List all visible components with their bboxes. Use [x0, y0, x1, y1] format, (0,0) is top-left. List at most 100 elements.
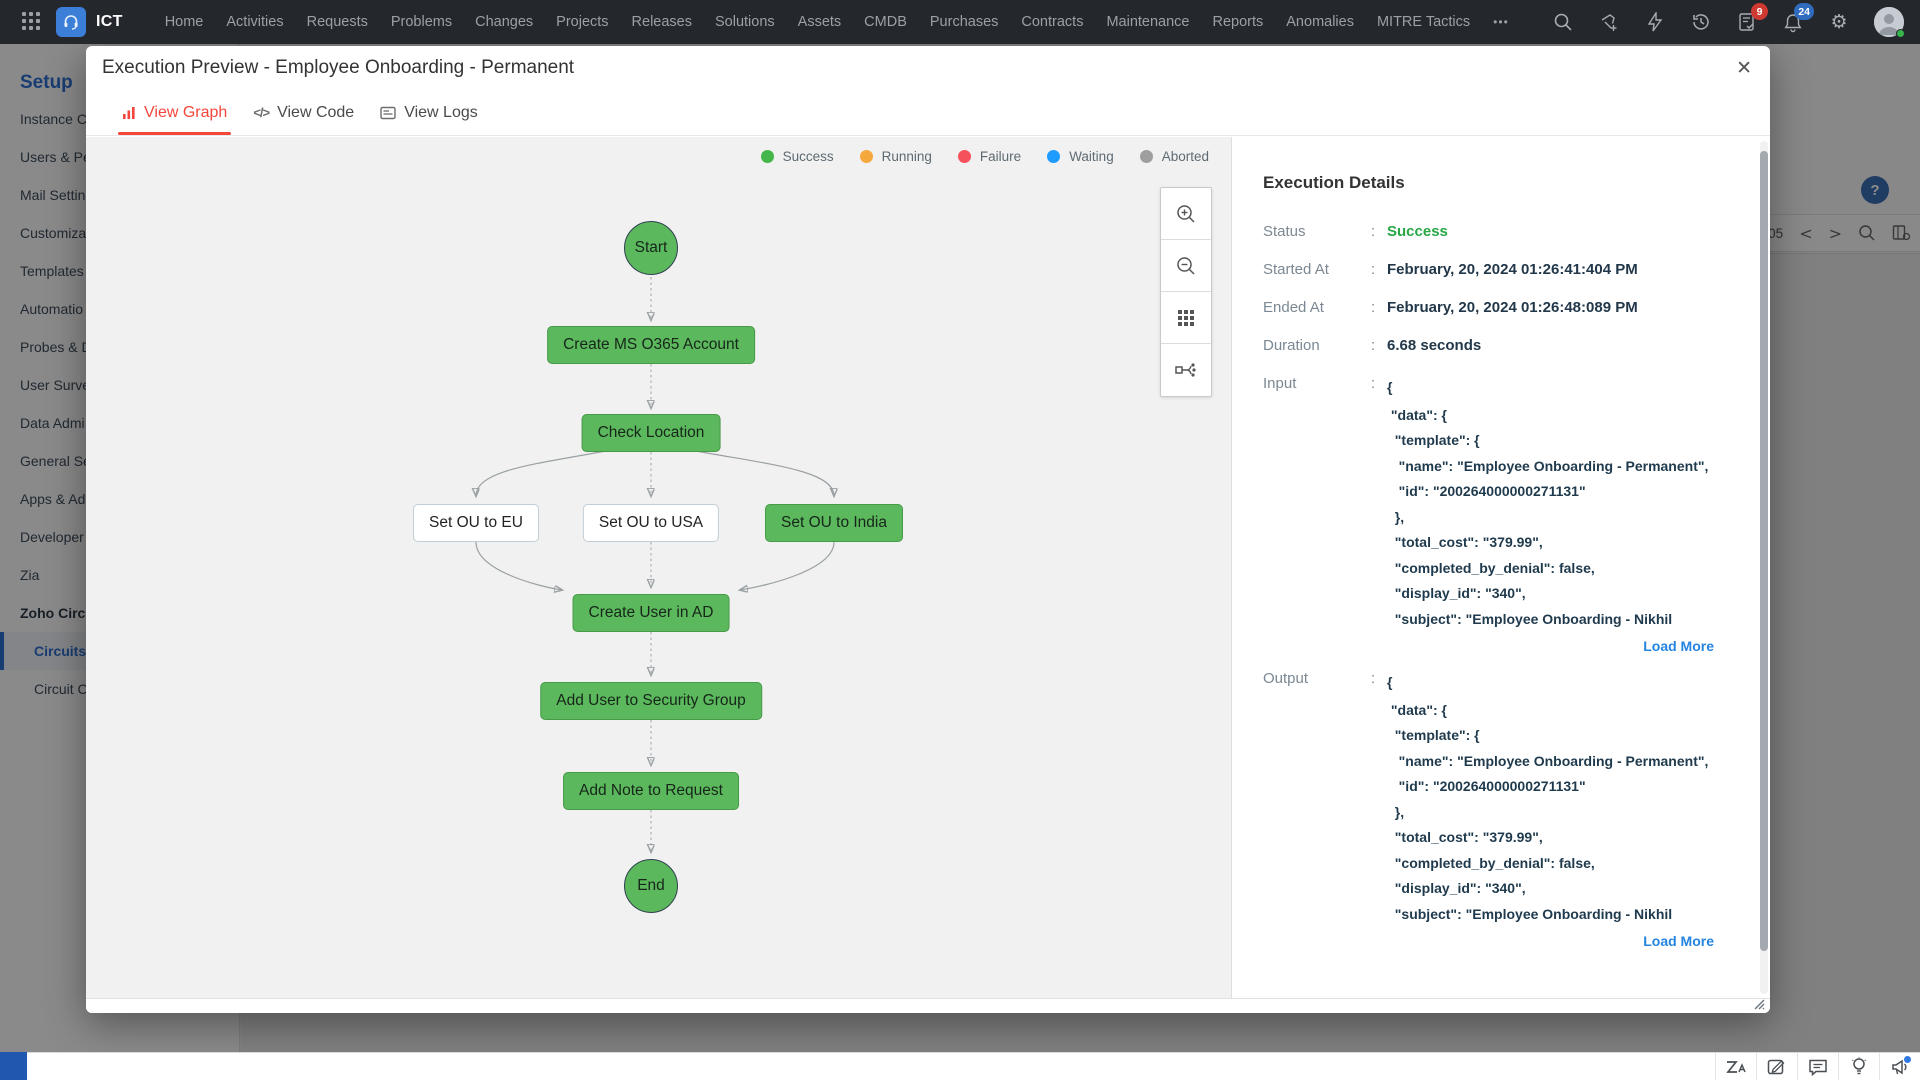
bottom-toolbar	[0, 1052, 1920, 1080]
graph-node-label: Add Note to Request	[579, 782, 723, 800]
suggestions-bulb-icon[interactable]	[1838, 1053, 1879, 1080]
nav-home[interactable]: Home	[165, 14, 204, 30]
nav-mitre-tactics[interactable]: MITRE Tactics	[1377, 14, 1470, 30]
notifications-bell-icon[interactable]: 24	[1782, 11, 1804, 33]
detail-row-ended-at: Ended At : February, 20, 2024 01:26:48:0…	[1263, 299, 1770, 316]
settings-gear-icon[interactable]: ⚙	[1828, 11, 1850, 33]
tab-view-code[interactable]: </> View Code	[253, 90, 354, 135]
detail-row-duration: Duration : 6.68 seconds	[1263, 337, 1770, 354]
graph-node-label: Set OU to EU	[429, 514, 523, 532]
grid-view-button[interactable]	[1161, 292, 1211, 344]
main-menu: Home Activities Requests Problems Change…	[165, 14, 1509, 30]
details-title: Execution Details	[1263, 173, 1770, 193]
execution-preview-modal: Execution Preview - Employee Onboarding …	[86, 46, 1770, 1013]
nav-releases[interactable]: Releases	[632, 14, 692, 30]
graph-toolbar	[1160, 187, 1212, 397]
graph-node-add-note-to-request[interactable]: Add Note to Request	[563, 772, 739, 810]
code-icon: </>	[253, 105, 269, 120]
new-ticket-icon[interactable]	[1598, 11, 1620, 33]
layout-hierarchy-button[interactable]	[1161, 344, 1211, 396]
graph-node-label: Create MS O365 Account	[563, 336, 739, 354]
detail-row-status: Status : Success	[1263, 223, 1770, 240]
online-status-dot	[1896, 29, 1905, 38]
zoom-out-button[interactable]	[1161, 240, 1211, 292]
headset-icon	[62, 13, 80, 31]
approvals-badge: 9	[1751, 3, 1768, 20]
graph-node-label: Start	[635, 239, 668, 257]
detail-row-input: Input : {	[1263, 375, 1770, 401]
graph-node-label: Set OU to USA	[599, 514, 703, 532]
tab-label: View Graph	[144, 104, 227, 122]
modal-title: Execution Preview - Employee Onboarding …	[102, 57, 574, 79]
graph-node-label: Check Location	[598, 424, 705, 442]
tab-view-graph[interactable]: View Graph	[122, 90, 227, 135]
nav-utilities: 9 24 ⚙	[1552, 7, 1920, 37]
user-avatar[interactable]	[1874, 7, 1904, 37]
execution-details-panel: Execution Details Status : Success Start…	[1233, 137, 1770, 998]
graph-node-create-ms-o365-account[interactable]: Create MS O365 Account	[547, 326, 755, 364]
app-switcher-icon[interactable]	[22, 12, 42, 32]
logs-icon	[380, 106, 396, 120]
nav-problems[interactable]: Problems	[391, 14, 452, 30]
detail-row-output: Output : {	[1263, 670, 1770, 696]
nav-purchases[interactable]: Purchases	[930, 14, 999, 30]
nav-contracts[interactable]: Contracts	[1021, 14, 1083, 30]
graph-node-label: Add User to Security Group	[556, 692, 746, 710]
nav-overflow-icon[interactable]: •••	[1493, 15, 1509, 29]
zoom-in-button[interactable]	[1161, 188, 1211, 240]
graph-node-set-ou-to-eu[interactable]: Set OU to EU	[413, 504, 539, 542]
tab-label: View Logs	[404, 104, 478, 122]
feedback-icon[interactable]	[1756, 1053, 1797, 1080]
history-icon[interactable]	[1690, 11, 1712, 33]
graph-node-start[interactable]: Start	[624, 221, 678, 275]
input-json: "data": { "template": { "name": "Employe…	[1387, 403, 1770, 633]
chat-icon[interactable]	[1797, 1053, 1838, 1080]
search-icon[interactable]	[1552, 11, 1574, 33]
nav-reports[interactable]: Reports	[1212, 14, 1263, 30]
graph-node-label: End	[637, 877, 665, 895]
nav-cmdb[interactable]: CMDB	[864, 14, 907, 30]
modal-footer	[86, 998, 1770, 1013]
graph-node-label: Set OU to India	[781, 514, 887, 532]
nav-solutions[interactable]: Solutions	[715, 14, 775, 30]
tab-view-logs[interactable]: View Logs	[380, 90, 478, 135]
announcement-dot	[1904, 1056, 1911, 1063]
brand-logo[interactable]	[56, 7, 86, 37]
quick-actions-icon[interactable]	[1644, 11, 1666, 33]
nav-projects[interactable]: Projects	[556, 14, 608, 30]
graph-node-label: Create User in AD	[589, 604, 714, 622]
nav-changes[interactable]: Changes	[475, 14, 533, 30]
input-load-more-link[interactable]: Load More	[1263, 638, 1770, 654]
top-nav: ICT Home Activities Requests Problems Ch…	[0, 0, 1920, 44]
nav-anomalies[interactable]: Anomalies	[1286, 14, 1354, 30]
output-json: "data": { "template": { "name": "Employe…	[1387, 698, 1770, 928]
tab-label: View Code	[277, 104, 354, 122]
nav-activities[interactable]: Activities	[226, 14, 283, 30]
approvals-icon[interactable]: 9	[1736, 11, 1758, 33]
nav-requests[interactable]: Requests	[307, 14, 368, 30]
graph-node-create-user-in-ad[interactable]: Create User in AD	[573, 594, 730, 632]
modal-tabs: View Graph </> View Code View Logs	[86, 90, 1770, 136]
graph-node-check-location[interactable]: Check Location	[582, 414, 721, 452]
graph-node-set-ou-to-usa[interactable]: Set OU to USA	[583, 504, 719, 542]
brand-name: ICT	[96, 13, 123, 31]
resize-grip[interactable]	[1752, 997, 1765, 1010]
detail-row-started-at: Started At : February, 20, 2024 01:26:41…	[1263, 261, 1770, 278]
announcements-icon[interactable]	[1879, 1053, 1920, 1080]
close-icon[interactable]: ✕	[1736, 59, 1752, 78]
support-chat-tab[interactable]	[0, 1052, 27, 1080]
details-scrollbar-thumb[interactable]	[1760, 151, 1768, 951]
details-scrollbar	[1760, 141, 1768, 994]
nav-assets[interactable]: Assets	[798, 14, 842, 30]
graph-node-set-ou-to-india[interactable]: Set OU to India	[765, 504, 903, 542]
bar-chart-icon	[122, 106, 136, 120]
nav-maintenance[interactable]: Maintenance	[1106, 14, 1189, 30]
modal-header: Execution Preview - Employee Onboarding …	[86, 46, 1770, 90]
graph-node-add-user-to-security-group[interactable]: Add User to Security Group	[540, 682, 762, 720]
notifications-badge: 24	[1794, 3, 1814, 20]
zia-assistant-icon[interactable]	[1715, 1053, 1756, 1080]
status-value: Success	[1387, 223, 1448, 240]
workflow-graph-pane: Success Running Failure Waiting Aborted	[86, 137, 1232, 998]
graph-node-end[interactable]: End	[624, 859, 678, 913]
output-load-more-link[interactable]: Load More	[1263, 933, 1770, 949]
